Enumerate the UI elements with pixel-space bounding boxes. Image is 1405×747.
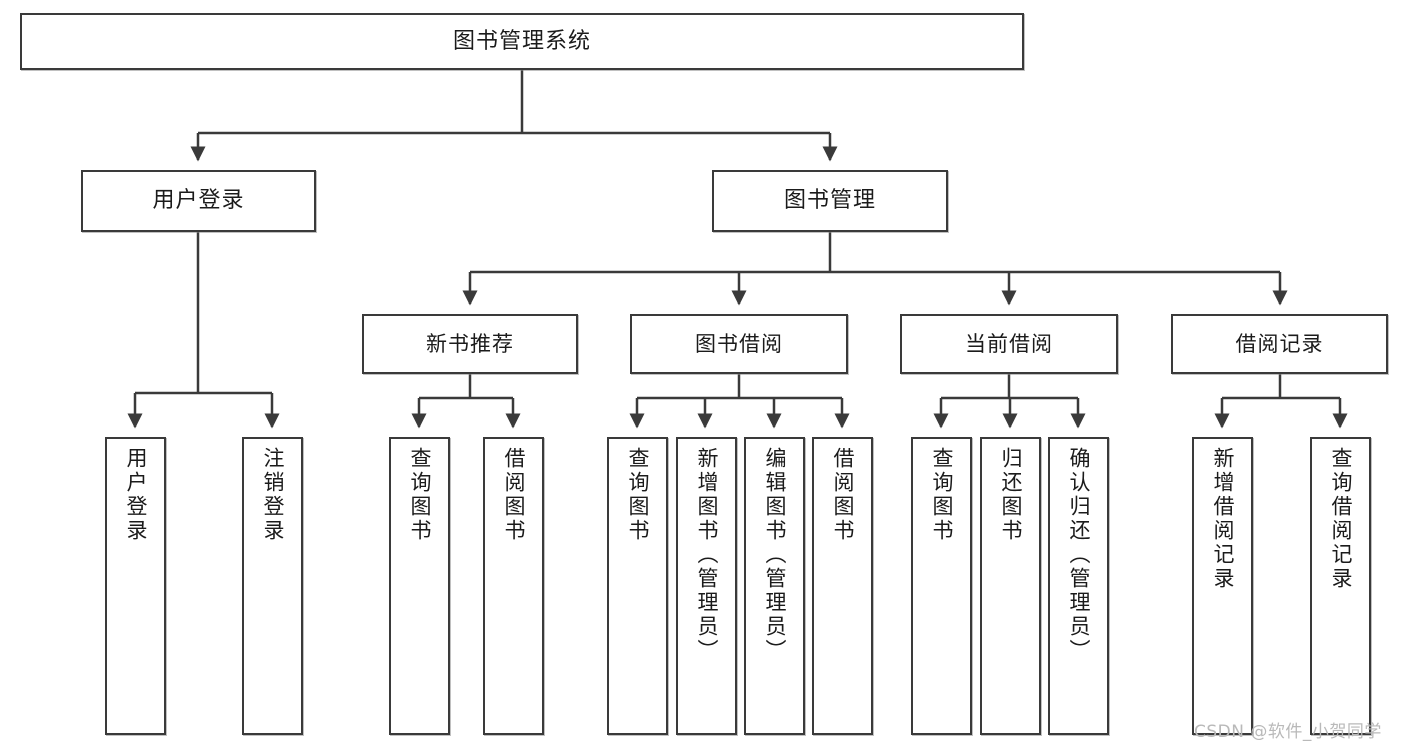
node-user-login[interactable]: 用户登录 — [81, 170, 316, 232]
node-leaf-label: 借阅图书 — [502, 447, 526, 543]
node-leaf-borrow-add-book[interactable]: 新增图书（管理员） — [676, 437, 737, 735]
node-leaf-borrow-query[interactable]: 查询图书 — [607, 437, 668, 735]
node-leaf-record-add[interactable]: 新增借阅记录 — [1192, 437, 1253, 735]
node-leaf-user-login-logout[interactable]: 注销登录 — [242, 437, 303, 735]
node-leaf-borrow-borrow-book[interactable]: 借阅图书 — [812, 437, 873, 735]
node-root-label: 图书管理系统 — [452, 28, 591, 54]
node-leaf-new-book-borrow[interactable]: 借阅图书 — [483, 437, 544, 735]
node-leaf-label: 新增借阅记录 — [1211, 447, 1235, 591]
node-user-login-label: 用户登录 — [152, 188, 245, 214]
node-leaf-label: 查询图书 — [408, 447, 432, 543]
node-leaf-current-confirm-return[interactable]: 确认归还（管理员） — [1048, 437, 1109, 735]
node-leaf-label: 编辑图书（管理员） — [763, 447, 787, 663]
node-current-borrow-label: 当前借阅 — [965, 331, 1053, 356]
node-leaf-label: 查询图书 — [626, 447, 650, 543]
node-leaf-label: 用户登录 — [124, 447, 148, 543]
node-root[interactable]: 图书管理系统 — [20, 13, 1024, 70]
node-leaf-user-login-login[interactable]: 用户登录 — [105, 437, 166, 735]
node-new-book-recommend[interactable]: 新书推荐 — [362, 314, 578, 374]
node-borrow-record[interactable]: 借阅记录 — [1171, 314, 1388, 374]
node-book-management[interactable]: 图书管理 — [712, 170, 948, 232]
node-leaf-label: 查询借阅记录 — [1329, 447, 1353, 591]
node-leaf-current-return[interactable]: 归还图书 — [980, 437, 1041, 735]
node-leaf-new-book-query[interactable]: 查询图书 — [389, 437, 450, 735]
node-leaf-label: 归还图书 — [999, 447, 1023, 543]
node-leaf-current-query[interactable]: 查询图书 — [911, 437, 972, 735]
watermark: CSDN @软件_小贺同学 — [1194, 722, 1382, 742]
node-leaf-label: 新增图书（管理员） — [695, 447, 719, 663]
node-book-management-label: 图书管理 — [783, 188, 876, 214]
node-leaf-borrow-edit-book[interactable]: 编辑图书（管理员） — [744, 437, 805, 735]
node-current-borrow[interactable]: 当前借阅 — [900, 314, 1118, 374]
node-leaf-record-query[interactable]: 查询借阅记录 — [1310, 437, 1371, 735]
node-leaf-label: 注销登录 — [261, 447, 285, 543]
node-borrow-record-label: 借阅记录 — [1235, 331, 1324, 356]
node-book-borrow[interactable]: 图书借阅 — [630, 314, 848, 374]
node-new-book-recommend-label: 新书推荐 — [426, 331, 514, 356]
node-leaf-label: 确认归还（管理员） — [1067, 447, 1091, 663]
node-leaf-label: 借阅图书 — [831, 447, 855, 543]
node-book-borrow-label: 图书借阅 — [695, 331, 783, 356]
node-leaf-label: 查询图书 — [930, 447, 954, 543]
